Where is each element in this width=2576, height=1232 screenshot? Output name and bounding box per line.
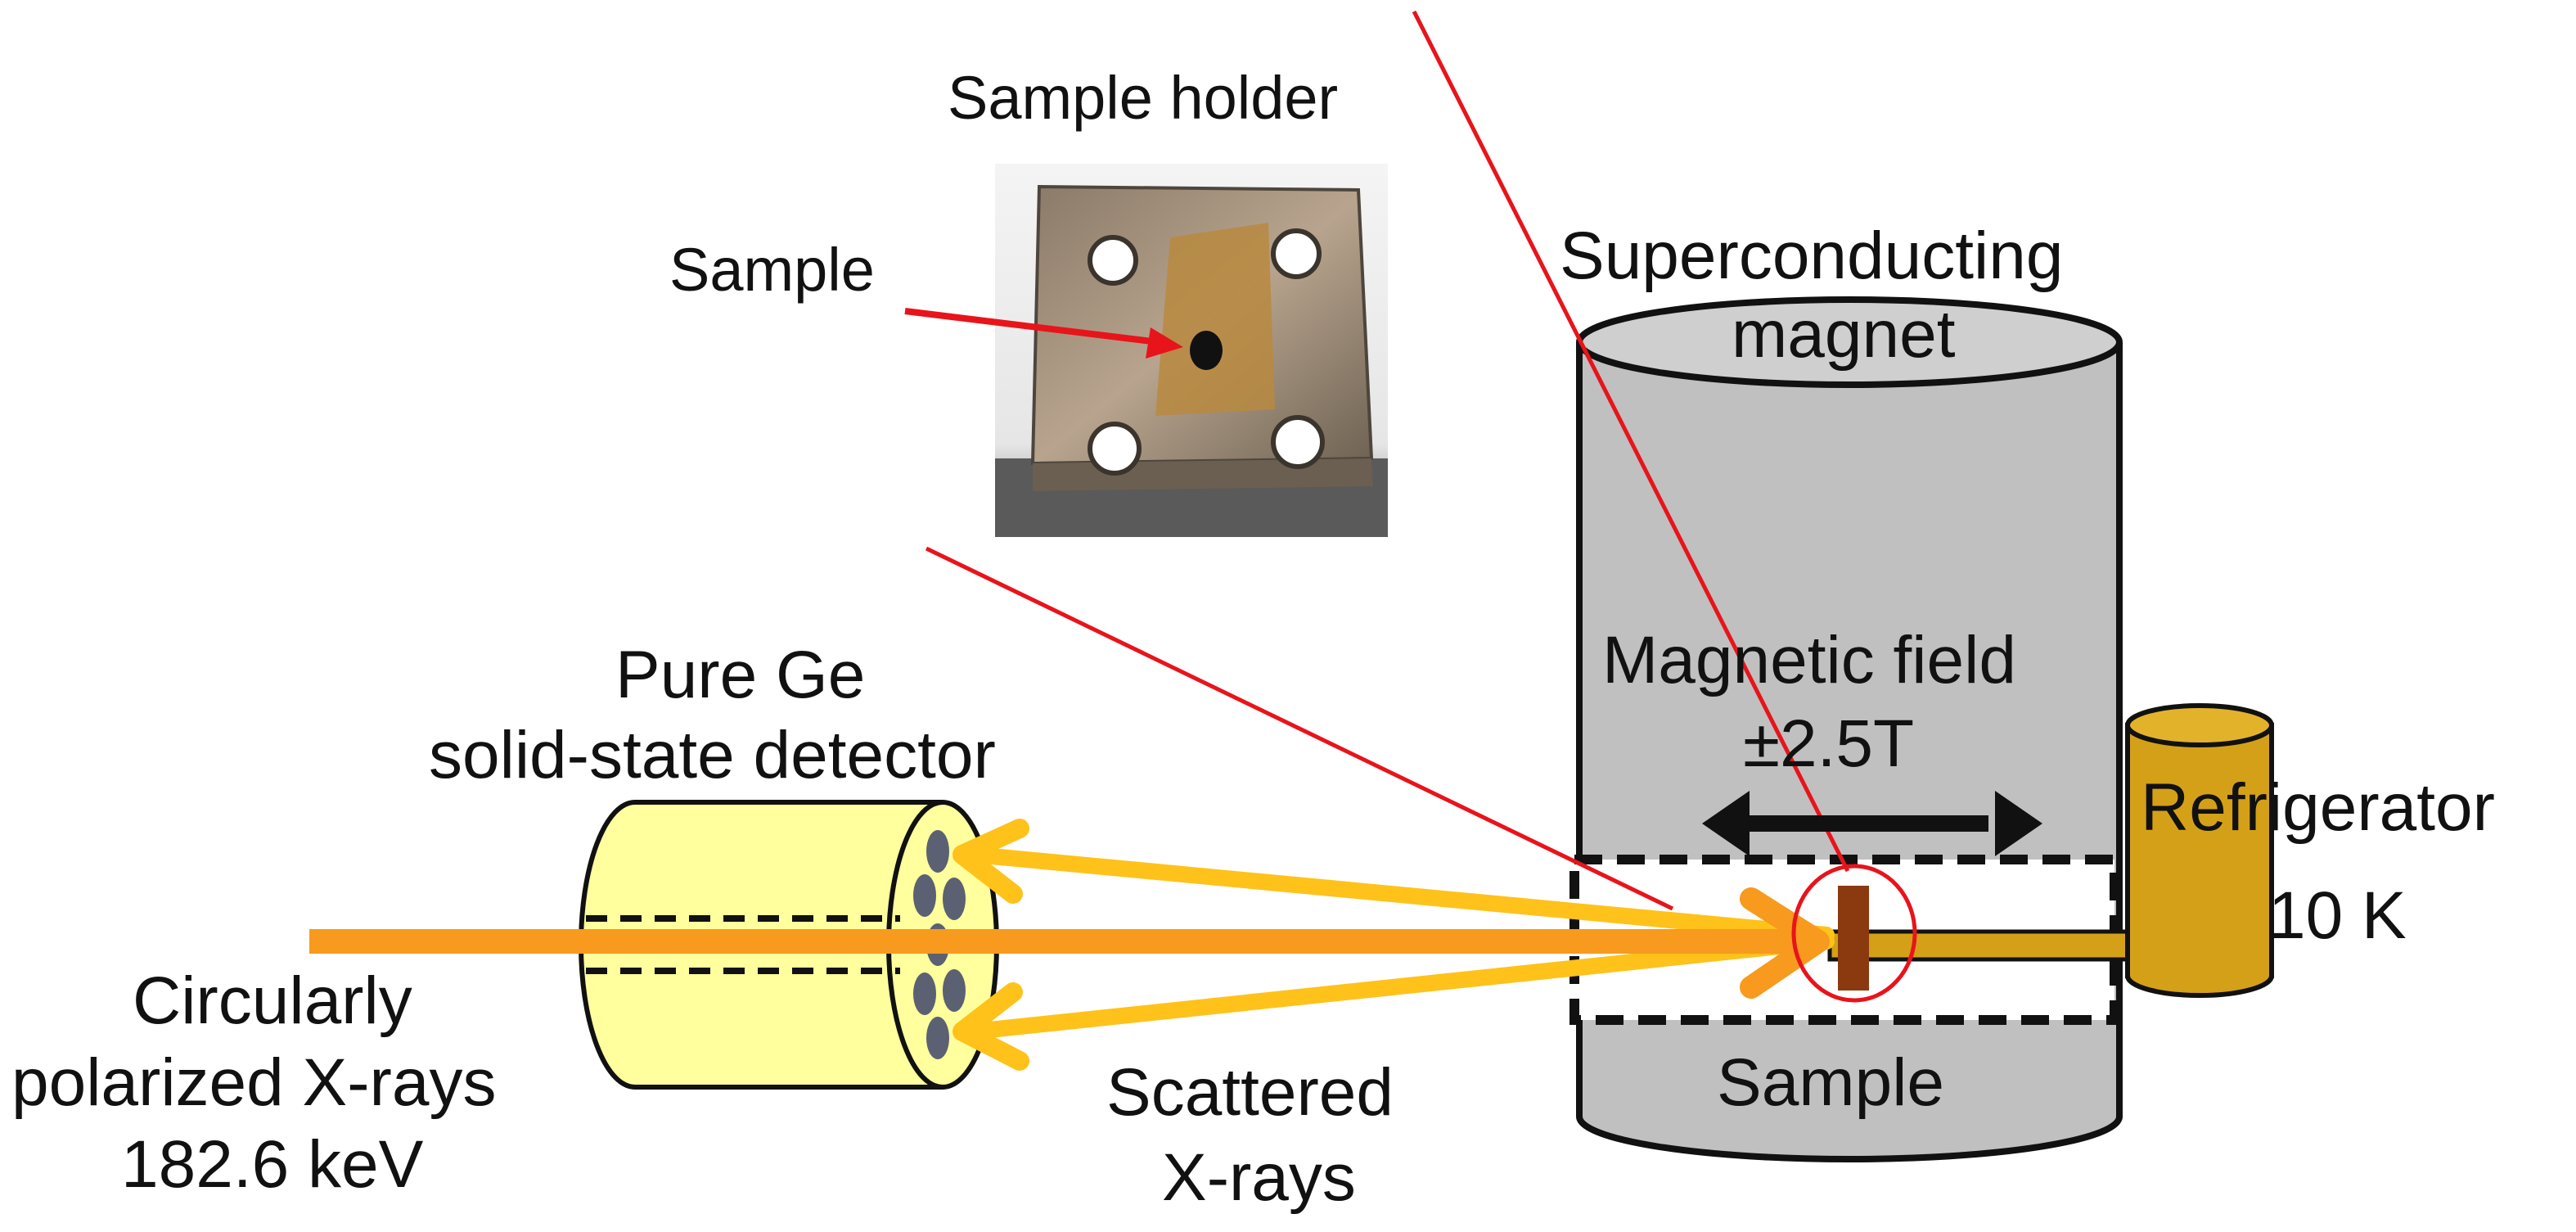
magnet-sample-label: Sample (1717, 1045, 1944, 1120)
magnet-label-line1: Superconducting (1560, 219, 2063, 293)
sample-in-magnet (1791, 864, 1917, 1003)
incident-label-line3: 182.6 keV (121, 1127, 424, 1202)
pointer-lines (904, 10, 1850, 911)
incident-label-line1: Circularly (133, 963, 412, 1038)
magnet-label-line2: magnet (1732, 297, 1956, 372)
refrigerator (1827, 703, 2274, 998)
detector-label-line1: Pure Ge (615, 638, 865, 712)
refrigerator-label-line1: Refrigerator (2141, 770, 2495, 845)
scattered-label-line2: X-rays (1162, 1140, 1356, 1215)
scattered-beams (952, 819, 1835, 1071)
sample-holder-label: Sample holder (948, 64, 1338, 132)
incident-label-line2: polarized X-rays (11, 1045, 496, 1120)
field-label-line2: ±2.5T (1743, 706, 1914, 781)
sample-holder-photo (995, 164, 1388, 537)
refrigerator-label-line2: 10 K (2268, 878, 2407, 953)
incident-beam (309, 887, 1830, 999)
field-label-line1: Magnetic field (1602, 623, 2016, 697)
scattered-label-line1: Scattered (1106, 1055, 1394, 1130)
detector-label-line2: solid-state detector (429, 718, 996, 792)
sample-photo-label: Sample (669, 236, 875, 304)
field-double-arrow (1702, 791, 2042, 856)
